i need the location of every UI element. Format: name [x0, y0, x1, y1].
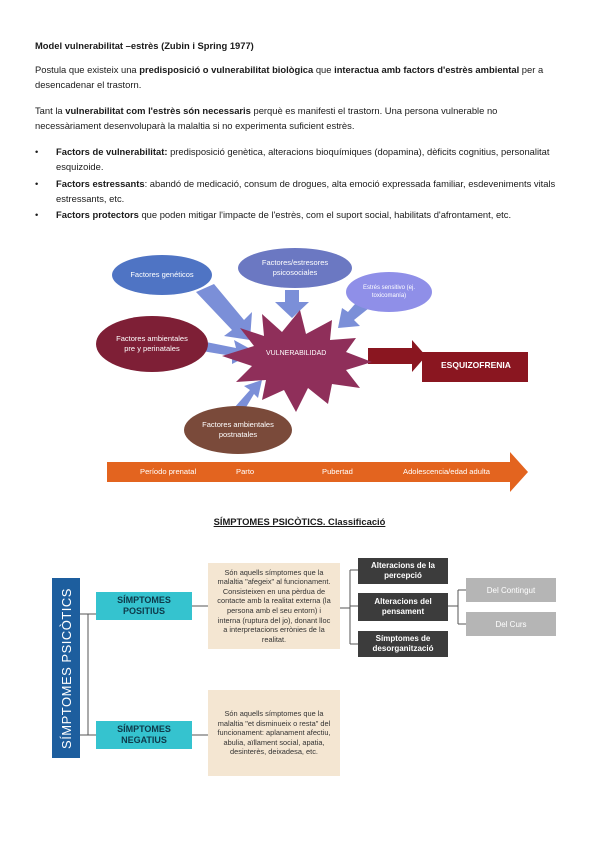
bullet-2: Factors estressants: abandó de medicació…	[56, 176, 566, 206]
timeline-prenatal: Período prenatal	[140, 467, 197, 476]
p1-bold-2: interactua amb factors d'estrès ambienta…	[334, 64, 520, 75]
label-ambient-pre: Factores ambientales pre y perinatales	[116, 334, 188, 353]
bullet-1-text: predisposició genètica, alteracions bioq…	[56, 146, 550, 172]
thought-box: Alteracions del pensament	[358, 593, 448, 621]
arrow-ambient-post	[234, 380, 262, 414]
paragraph-2: Tant la vulnerabilitat com l'estrès són …	[35, 103, 565, 133]
ellipse-ambient-pre: Factores ambientales pre y perinatales	[96, 316, 208, 372]
arrow-outcome	[368, 340, 426, 372]
negative-symptoms-box: SÍMPTOMES NEGATIUS	[96, 721, 192, 749]
classification-connectors	[80, 569, 466, 736]
perception-box: Alteracions de la percepció	[358, 558, 448, 584]
p1-bold-1: predisposició o vulnerabilitat biològica	[139, 64, 314, 75]
heading: Model vulnerabilitat –estrès (Zubin i Sp…	[35, 40, 254, 51]
psychotic-symptoms-label: SÍMPTOMES PSICÒTICS	[58, 587, 74, 749]
paragraph-1: Postula que existeix una predisposició o…	[35, 62, 565, 92]
label-genetic: Factores genéticos	[130, 270, 194, 279]
bullet-1-bold: Factors de vulnerabilitat:	[56, 146, 168, 157]
section-title: SÍMPTOMES PSICÒTICS. Classificació	[213, 516, 386, 527]
p1-post: per a desencadenar el trastorn.	[35, 64, 544, 90]
p1-mid: que	[313, 64, 335, 75]
vulnerability-label: VULNERABILIDAD	[266, 350, 327, 357]
bullet-marker-1: •	[35, 146, 39, 157]
positive-symptoms-box: SÍMPTOMES POSITIUS	[96, 592, 192, 620]
psychotic-symptoms-bar: SÍMPTOMES PSICÒTICS	[52, 578, 80, 758]
timeline-arrow	[107, 452, 528, 492]
negative-description-text: Són aquells símptomes que la malaltia "e…	[217, 709, 331, 757]
positive-symptoms-label: SÍMPTOMES POSITIUS	[117, 595, 171, 616]
label-sensitive: Estrés sensitivo (ej. toxicomanía)	[362, 285, 416, 299]
positive-description: Són aquells símptomes que la malaltia "a…	[208, 563, 340, 649]
timeline-puberty: Pubertad	[322, 467, 353, 476]
content-box: Del Contingut	[466, 578, 556, 602]
bullet-3-text: que poden mitigar l'impacte de l'estrès,…	[138, 209, 512, 220]
p2-pre: Tant la	[35, 105, 66, 116]
vulnerability-star	[222, 310, 372, 412]
content-label: Del Contingut	[486, 585, 536, 595]
negative-symptoms-label: SÍMPTOMES NEGATIUS	[117, 724, 171, 745]
bullet-marker-3: •	[35, 209, 39, 220]
bullet-3: Factors protectors que poden mitigar l'i…	[56, 207, 566, 222]
disorganization-box: Símptomes de desorganització	[358, 631, 448, 657]
thought-label: Alteracions del pensament	[374, 597, 432, 616]
timeline-birth: Parto	[236, 467, 255, 476]
disorganization-label: Símptomes de desorganització	[372, 634, 434, 653]
bullet-1: Factors de vulnerabilitat: predisposició…	[56, 144, 566, 174]
negative-description: Són aquells símptomes que la malaltia "e…	[208, 690, 340, 776]
timeline-adolescence: Adolescencia/edad adulta	[403, 467, 490, 476]
ellipse-stressors: Factores/estresores psicosociales	[238, 248, 352, 288]
ellipse-ambient-post: Factores ambientales postnatales	[184, 406, 292, 454]
arrow-genetic	[196, 284, 252, 340]
bullet-2-bold: Factors estressants	[56, 178, 145, 189]
perception-label: Alteracions de la percepció	[370, 561, 436, 580]
bullet-marker-2: •	[35, 178, 39, 189]
p2-bold: vulnerabilitat com l'estrès són necessar…	[65, 105, 251, 116]
bullet-3-bold: Factors protectors	[56, 209, 139, 220]
schizophrenia-box-shape	[422, 352, 528, 382]
course-box: Del Curs	[466, 612, 556, 636]
ellipse-sensitive: Estrés sensitivo (ej. toxicomanía)	[346, 272, 432, 312]
schizophrenia-label: ESQUIZOFRENIA	[441, 360, 511, 370]
vulnerability-diagram-graphics	[107, 284, 528, 492]
p1-pre: Postula que existeix una	[35, 64, 140, 75]
label-ambient-post: Factores ambientales postnatales	[202, 420, 274, 439]
label-stressors: Factores/estresores psicosociales	[261, 258, 329, 277]
bullet-2-text: : abandó de medicació, consum de drogues…	[56, 178, 556, 204]
positive-description-text: Són aquells símptomes que la malaltia "a…	[217, 567, 331, 644]
p2-post: perquè es manifesti el trastorn. Una per…	[35, 105, 498, 131]
course-label: Del Curs	[495, 619, 527, 629]
ellipse-genetic: Factores genéticos	[112, 255, 212, 295]
arrow-stressors	[275, 290, 309, 318]
